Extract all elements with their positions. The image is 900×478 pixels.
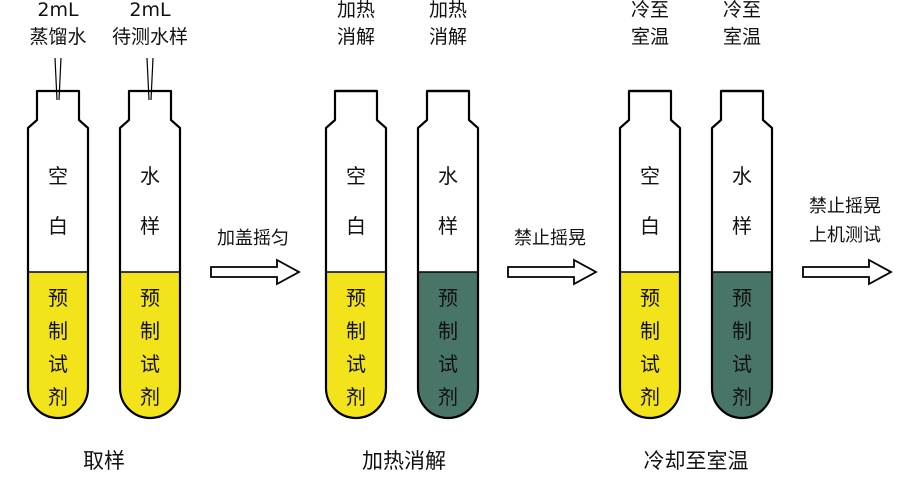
tube-liquid: [418, 272, 478, 418]
tube-upper-text: 样: [732, 214, 752, 238]
tube-top-label: 加热: [336, 0, 375, 21]
pipette-line: [150, 57, 154, 101]
arrow-label: 禁止摇晃: [809, 196, 881, 217]
tube-upper-text: 水: [140, 164, 160, 188]
tube-reagent-text: 试: [640, 352, 660, 376]
tube-upper-text: 白: [640, 214, 660, 238]
tube-upper-text: 水: [438, 164, 458, 188]
tube-top-label: 2mL: [129, 0, 171, 21]
tube-top-label: 消解: [428, 26, 467, 48]
tube-top-label: 待测水样: [111, 26, 188, 48]
tube-reagent-text: 剂: [346, 385, 366, 409]
tube-top-label: 室温: [630, 26, 669, 48]
tube-reagent-text: 制: [140, 319, 160, 343]
tube-top-label: 消解: [336, 26, 375, 48]
tube-liquid: [120, 272, 180, 418]
tube-liquid: [712, 272, 772, 418]
tube-upper-text: 样: [438, 214, 458, 238]
tube-top-label: 2mL: [37, 0, 79, 21]
tube-reagent-text: 剂: [48, 385, 68, 409]
pipette-line: [54, 57, 58, 101]
tube-upper-text: 空: [346, 164, 366, 188]
tube-reagent-text: 制: [48, 319, 68, 343]
test-tube: [324, 89, 388, 420]
tube-top-label: 蒸馏水: [29, 26, 87, 48]
arrow-label: 上机测试: [809, 225, 881, 246]
tube-reagent-text: 试: [732, 352, 752, 376]
tube-reagent-text: 预: [140, 286, 160, 310]
tube-reagent-text: 预: [438, 286, 458, 310]
tube-reagent-text: 试: [140, 352, 160, 376]
tube-reagent-text: 预: [48, 286, 68, 310]
pipette-line: [58, 57, 62, 101]
tube-upper-text: 样: [140, 214, 160, 238]
tube-liquid: [326, 272, 386, 418]
arrow-label: 加盖摇匀: [217, 228, 289, 249]
tube-reagent-text: 试: [346, 352, 366, 376]
tube-reagent-text: 制: [732, 319, 752, 343]
tube-reagent-text: 试: [438, 352, 458, 376]
tube-reagent-text: 制: [438, 319, 458, 343]
step-caption: 取样: [83, 449, 125, 473]
tube-liquid: [620, 272, 680, 418]
tube-reagent-text: 预: [346, 286, 366, 310]
tube-upper-text: 空: [48, 164, 68, 188]
tube-top-label: 加热: [428, 0, 467, 21]
tube-reagent-text: 剂: [732, 385, 752, 409]
tube-upper-text: 水: [732, 164, 752, 188]
pipette-line: [146, 57, 150, 101]
tube-upper-text: 白: [346, 214, 366, 238]
process-arrow: [802, 258, 893, 286]
test-tube: [618, 89, 682, 420]
tube-reagent-text: 剂: [438, 385, 458, 409]
tube-reagent-text: 试: [48, 352, 68, 376]
step-caption: 冷却至室温: [643, 449, 749, 473]
tube-top-label: 冷至: [722, 0, 761, 21]
tube-liquid: [28, 272, 88, 418]
tube-reagent-text: 剂: [640, 385, 660, 409]
tube-top-label: 冷至: [630, 0, 669, 21]
tube-reagent-text: 剂: [140, 385, 160, 409]
process-arrow: [507, 258, 598, 286]
tube-top-label: 室温: [722, 26, 761, 48]
tube-upper-text: 空: [640, 164, 660, 188]
step-caption: 加热消解: [362, 449, 446, 473]
tube-reagent-text: 制: [346, 319, 366, 343]
tube-upper-text: 白: [48, 214, 68, 238]
tube-reagent-text: 制: [640, 319, 660, 343]
arrow-label: 禁止摇晃: [514, 228, 586, 249]
test-tube: [118, 89, 182, 420]
process-arrow: [210, 258, 301, 286]
tube-reagent-text: 预: [732, 286, 752, 310]
test-tube: [416, 89, 480, 420]
test-tube: [710, 89, 774, 420]
tube-reagent-text: 预: [640, 286, 660, 310]
test-tube: [26, 89, 90, 420]
